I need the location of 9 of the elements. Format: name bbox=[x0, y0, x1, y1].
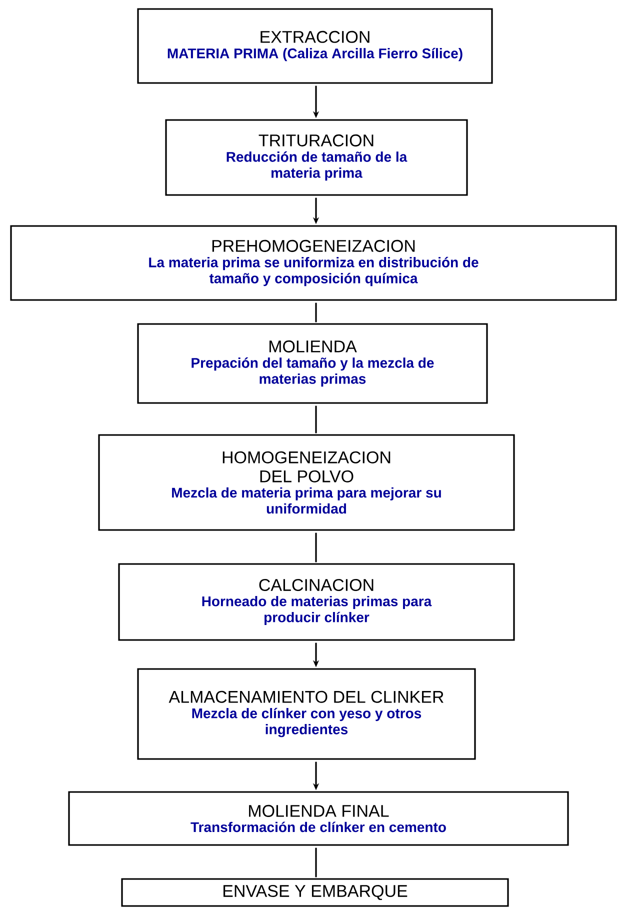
process-box: EXTRACCION MATERIA PRIMA (Caliza Arcilla Fierro Sílice) bbox=[137, 8, 493, 84]
process-box: ENVASE Y EMBARQUE bbox=[121, 878, 509, 907]
process-box: CALCINACION Horneado de materias primas para producir clínker bbox=[118, 563, 515, 641]
process-box: PREHOMOGENEIZACION La materia prima se uniformiza en distribución de tamaño y composición química bbox=[10, 225, 617, 301]
process-box: HOMOGENEIZACION DEL POLVO Mezcla de materia prima para mejorar su uniformidad bbox=[98, 434, 515, 531]
process-box: TRITURACION Reducción de tamaño de la materia prima bbox=[165, 119, 468, 196]
process-box: MOLIENDA FINAL Transformación de clínker en cemento bbox=[68, 791, 569, 846]
process-box: MOLIENDA Prepación del tamaño y la mezcla de materias primas bbox=[137, 323, 488, 404]
process-box: ALMACENAMIENTO DEL CLINKER Mezcla de clínker con yeso y otros ingredientes bbox=[137, 668, 476, 760]
